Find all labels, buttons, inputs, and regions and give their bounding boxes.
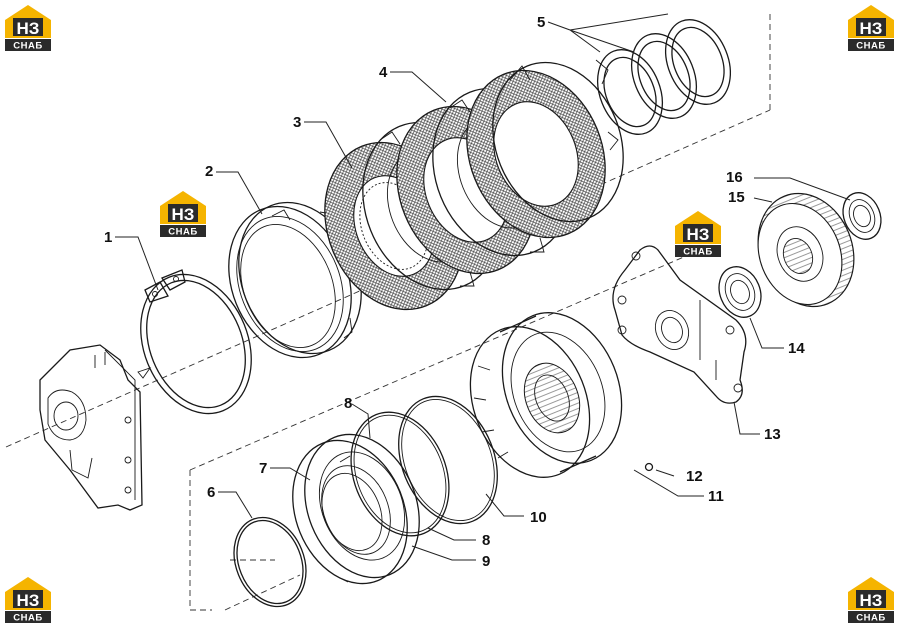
part-14-bearing: [718, 266, 762, 318]
part-5-rings: [597, 19, 731, 135]
part-6-o-ring: [233, 516, 307, 608]
callout-12: 12: [686, 468, 703, 485]
brand-logo-mid-left: НЗ СНАБ: [157, 188, 209, 240]
leader-lines: [115, 13, 851, 561]
logo-mark: НЗ: [17, 591, 40, 610]
gearbox-housing: [39, 344, 143, 511]
part-10-ring: [398, 395, 498, 525]
brand-logo-bottom-right: НЗ СНАБ: [845, 574, 897, 626]
callout-13: 13: [764, 426, 781, 443]
logo-name: СНАБ: [856, 613, 885, 624]
callout-14: 14: [788, 340, 805, 357]
logo-mark: НЗ: [860, 591, 883, 610]
part-1-snap-ring: [140, 269, 252, 415]
callout-1: 1: [104, 229, 112, 246]
callout-8-top: 8: [344, 395, 352, 412]
part-16-bearing: [842, 192, 882, 240]
logo-mark: НЗ: [860, 19, 883, 38]
brand-logo-top-right: НЗ СНАБ: [845, 2, 897, 54]
part-7-piston: [292, 433, 420, 585]
logo-mark: НЗ: [687, 225, 710, 244]
logo-name: СНАБ: [856, 41, 885, 52]
logo-name: СНАБ: [13, 613, 42, 624]
arrow-to-housing: [137, 367, 152, 379]
callout-10: 10: [530, 509, 547, 526]
part-15-gear: [757, 192, 855, 308]
callout-4: 4: [379, 64, 388, 81]
part-11-clutch-drum: [469, 312, 623, 478]
callout-16: 16: [726, 169, 743, 186]
callout-labels: 1 2 3 4 5 6 7 8 8 9 10 11 12 13 14 15 16: [104, 14, 805, 570]
brand-logo-mid-right: НЗ СНАБ: [672, 208, 724, 260]
logo-mark: НЗ: [172, 205, 195, 224]
callout-7: 7: [259, 460, 267, 477]
logo-name: СНАБ: [168, 227, 197, 238]
callout-11: 11: [708, 488, 724, 505]
part-friction-disc-c: [466, 69, 606, 239]
callout-3: 3: [293, 114, 301, 131]
part-13-bracket: [612, 245, 747, 404]
callout-6: 6: [207, 484, 215, 501]
callout-8-bottom: 8: [482, 532, 490, 549]
brand-logo-bottom-left: НЗ СНАБ: [2, 574, 54, 626]
callout-5: 5: [537, 14, 545, 31]
callout-2: 2: [205, 163, 213, 180]
callout-9: 9: [482, 553, 490, 570]
logo-mark: НЗ: [17, 19, 40, 38]
logo-name: СНАБ: [683, 247, 712, 258]
part-12-ball: [644, 462, 654, 472]
logo-name: СНАБ: [13, 41, 42, 52]
brand-logo-top-left: НЗ СНАБ: [2, 2, 54, 54]
part-8-seal-ring: [350, 411, 450, 537]
callout-15: 15: [728, 189, 745, 206]
